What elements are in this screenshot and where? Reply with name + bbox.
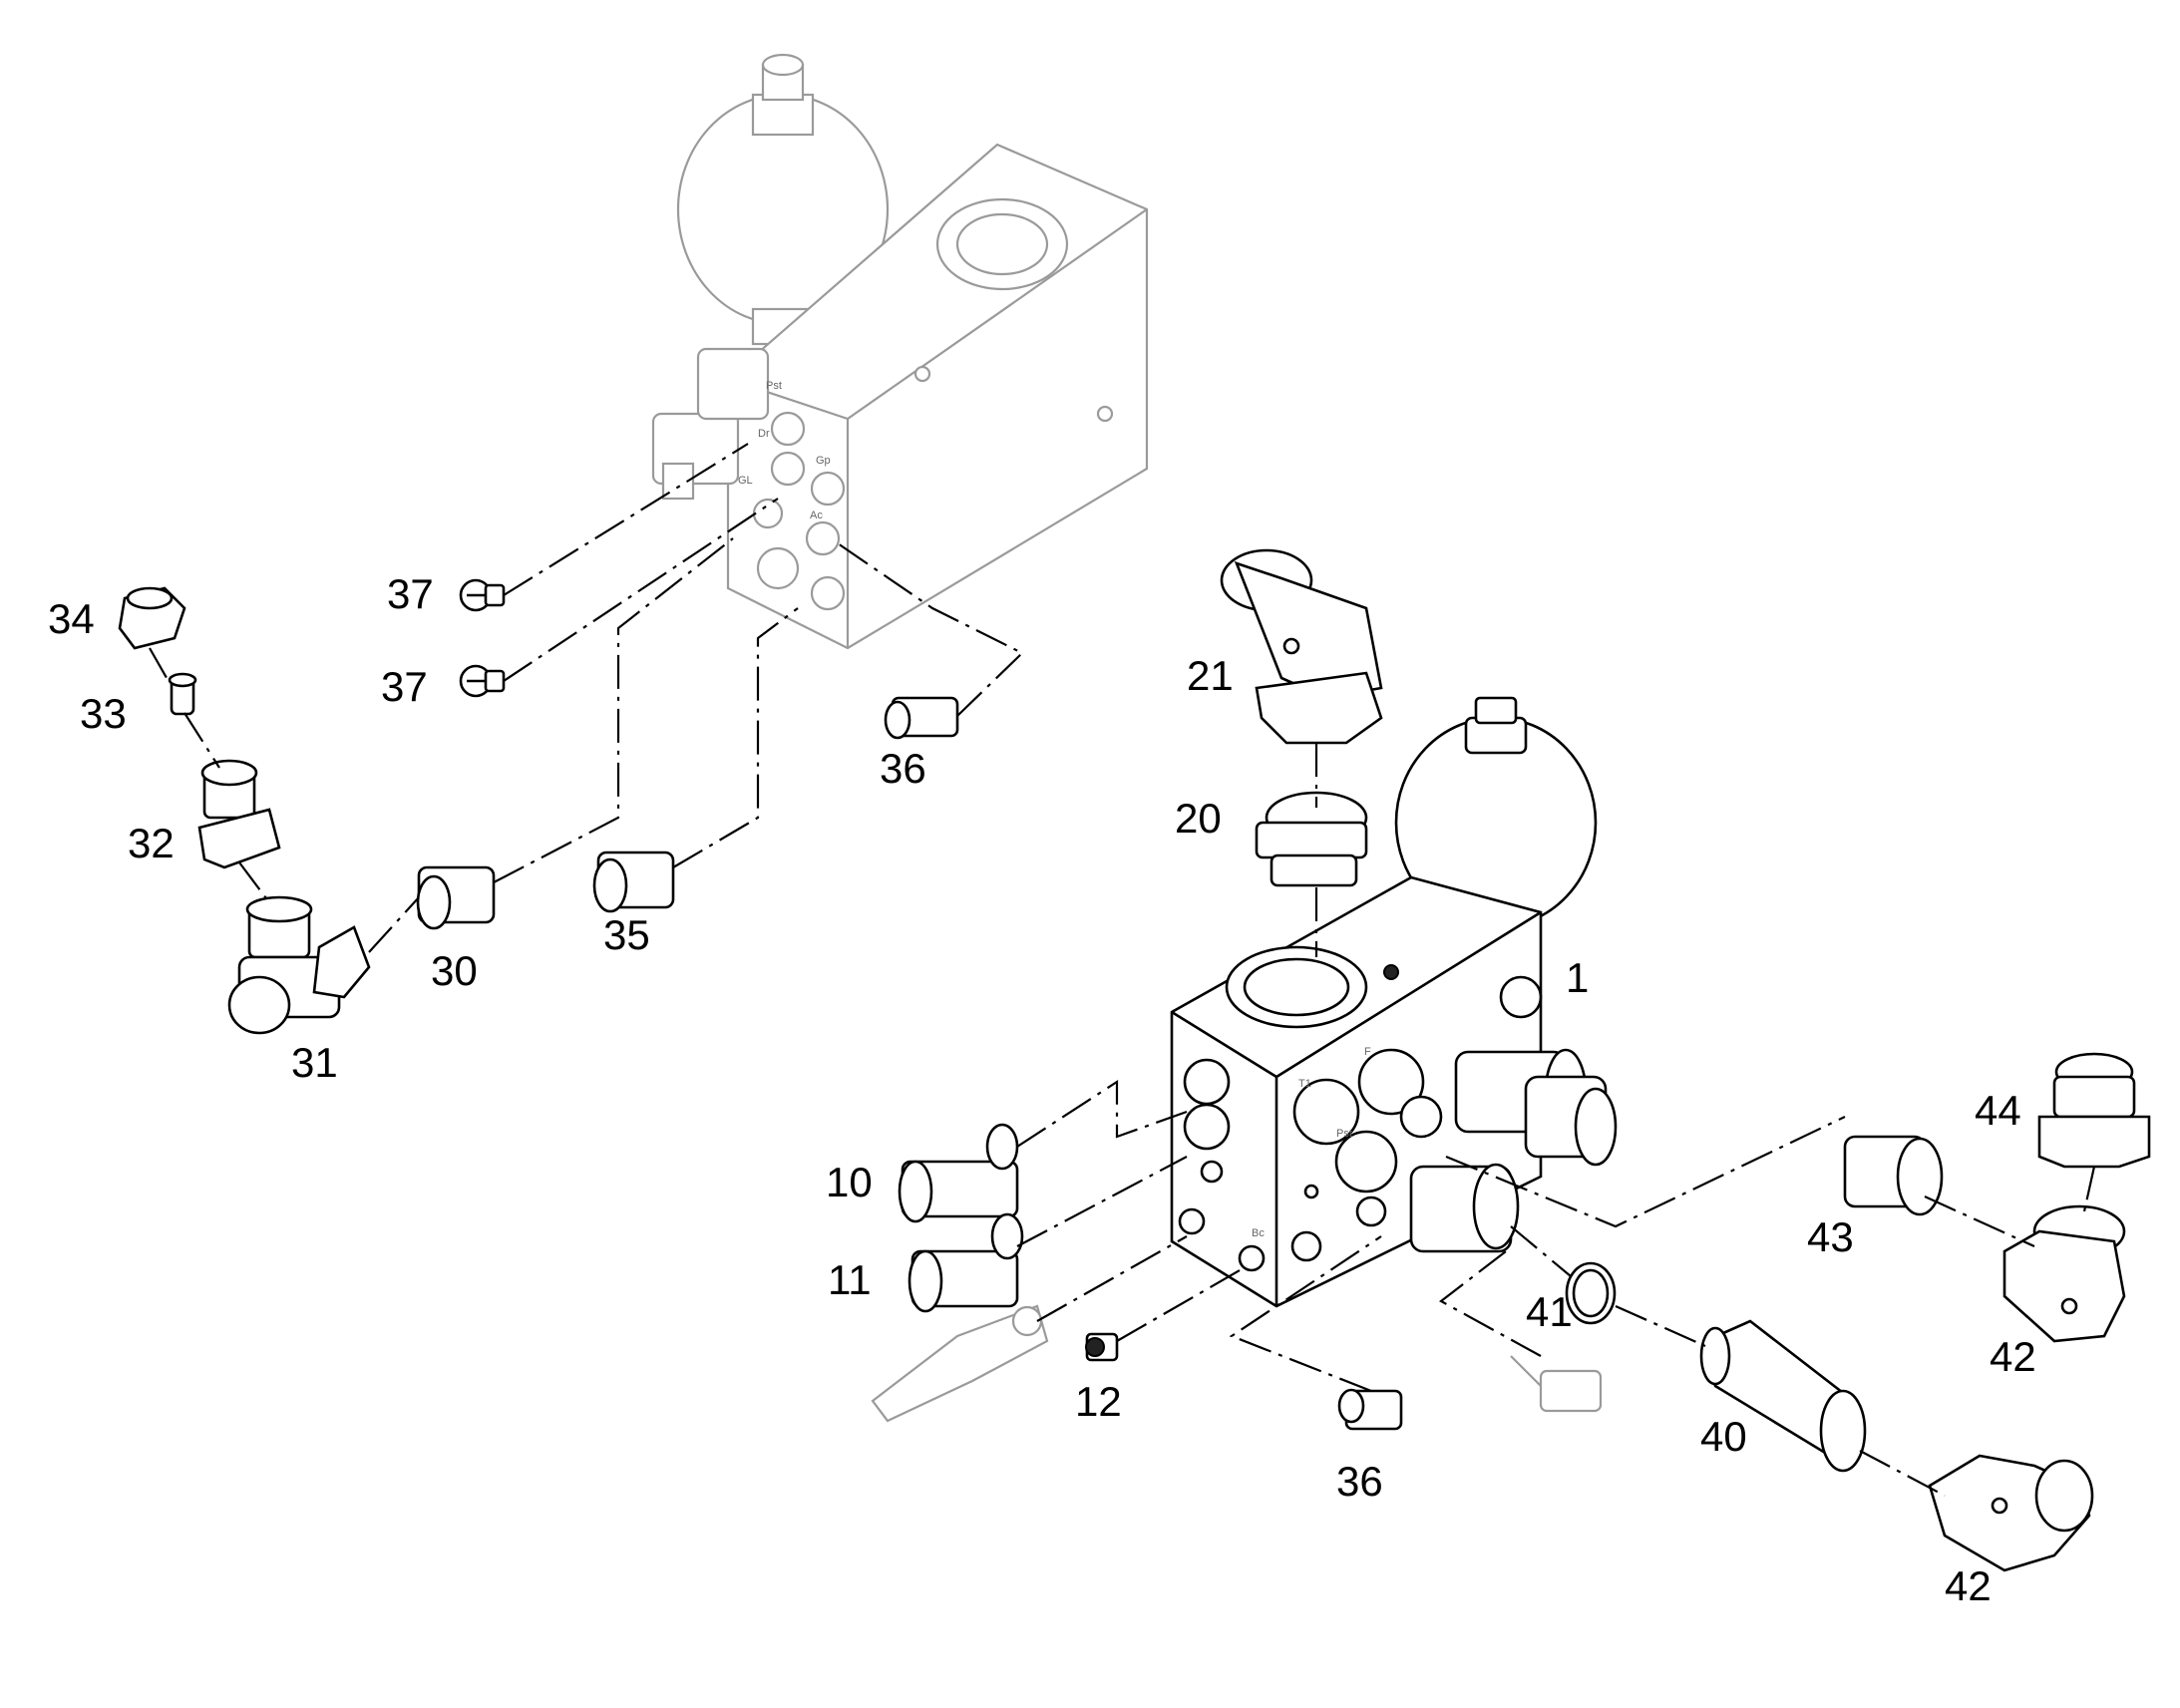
part-32-adapter <box>197 759 281 869</box>
ghost-temperature-sensor <box>1510 1355 1603 1413</box>
part-42-elbow-upper <box>2002 1204 2126 1343</box>
part-42-elbow-lower <box>1928 1454 2094 1572</box>
part-36-plug-upper <box>884 696 959 740</box>
callout-10: 10 <box>826 1159 873 1205</box>
port-mark-gp: Gp <box>816 455 831 467</box>
callout-12: 12 <box>1075 1378 1122 1425</box>
callout-37-upper: 37 <box>387 570 434 617</box>
callout-41: 41 <box>1526 1288 1573 1335</box>
port-markings: Pst Dr Gp GL Ac T1 F Pst Bc <box>738 380 1371 1239</box>
callout-1: 1 <box>1566 954 1589 1001</box>
port-mark-f: F <box>1364 1046 1371 1058</box>
ghost-pressure-sensor <box>871 1304 1049 1423</box>
callout-40: 40 <box>1700 1413 1747 1460</box>
main-valve-block <box>1170 696 1618 1308</box>
part-20-adapter <box>1255 791 1368 887</box>
callout-labels: 34 33 32 31 30 35 37 37 36 21 20 1 10 11… <box>48 570 2036 1609</box>
part-40-inline-housing <box>1699 1319 1867 1473</box>
callout-42-lower: 42 <box>1945 1562 1992 1609</box>
callout-32: 32 <box>128 820 175 866</box>
part-44-adapter <box>2037 1052 2151 1169</box>
port-mark-pst: Pst <box>766 380 782 392</box>
part-21-elbow <box>1220 548 1383 745</box>
leader-lines <box>149 443 2096 1497</box>
part-34-nut <box>118 586 186 650</box>
port-mark-gl: GL <box>738 475 753 487</box>
callout-36-lower: 36 <box>1336 1458 1383 1505</box>
callout-11: 11 <box>828 1256 872 1303</box>
port-mark-dr: Dr <box>758 428 770 440</box>
callout-35: 35 <box>603 911 650 958</box>
port-mark-ac: Ac <box>810 510 823 521</box>
callout-31: 31 <box>291 1039 338 1086</box>
part-10-cartridge <box>898 1123 1019 1223</box>
callout-30: 30 <box>431 947 478 994</box>
callout-33: 33 <box>80 690 127 737</box>
part-12-plug <box>1085 1332 1119 1362</box>
callout-37-lower: 37 <box>381 663 428 710</box>
callout-20: 20 <box>1175 795 1222 842</box>
callout-44: 44 <box>1975 1087 2021 1134</box>
callout-43: 43 <box>1807 1213 1854 1260</box>
part-30-fitting <box>416 865 496 930</box>
part-35-fitting <box>592 851 675 913</box>
part-36-plug-lower <box>1337 1388 1403 1431</box>
callout-21: 21 <box>1187 652 1234 699</box>
ghost-valve-block <box>651 53 1149 650</box>
part-37-screw-upper <box>459 578 506 612</box>
port-mark-bc: Bc <box>1252 1227 1265 1239</box>
part-43-adapter <box>1843 1135 1944 1216</box>
callout-36-upper: 36 <box>880 745 926 792</box>
callout-34: 34 <box>48 595 95 642</box>
part-11-cartridge <box>908 1212 1024 1313</box>
part-37-screw-lower <box>459 664 506 698</box>
port-mark-pst-main: Pst <box>1336 1128 1352 1140</box>
callout-42-upper: 42 <box>1990 1333 2036 1380</box>
port-mark-t1: T1 <box>1298 1078 1311 1090</box>
part-31-tee <box>227 895 371 1035</box>
part-33-sleeve <box>168 672 197 716</box>
part-41-o-ring <box>1565 1261 1617 1325</box>
